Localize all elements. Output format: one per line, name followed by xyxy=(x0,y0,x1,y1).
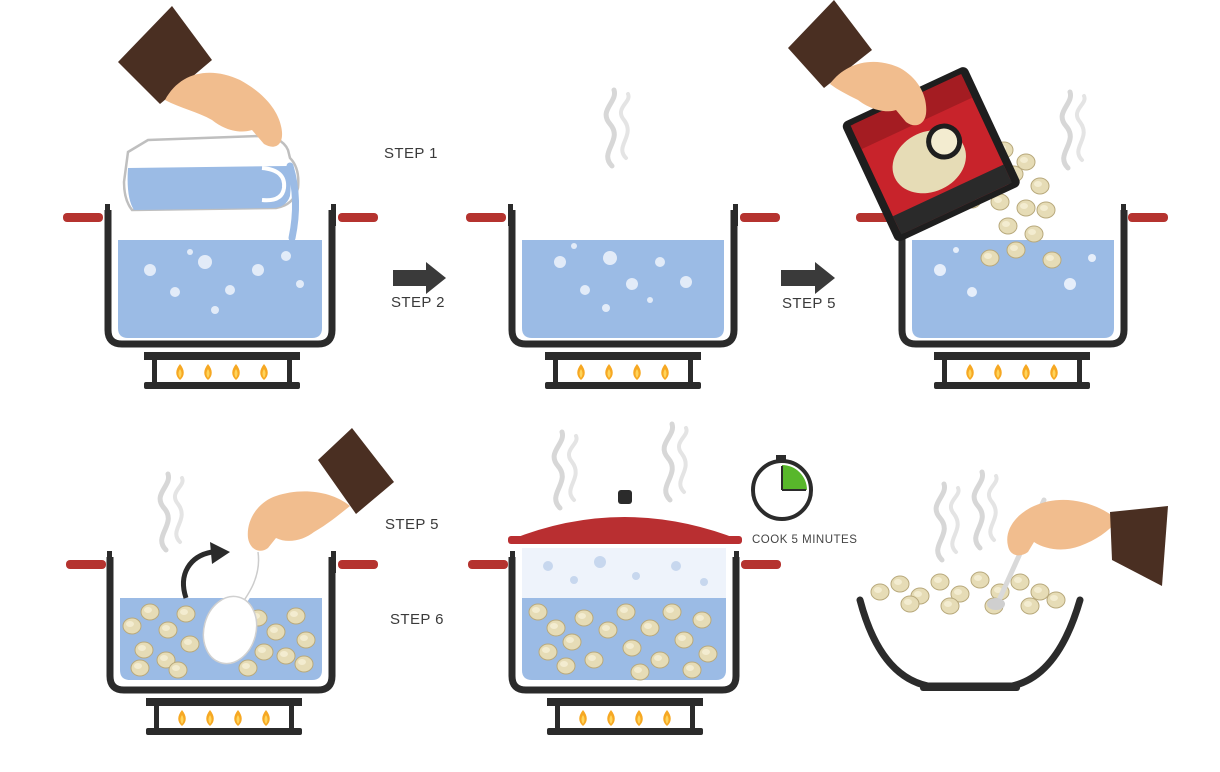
label-step-1: STEP 1 xyxy=(384,145,438,162)
pot-1 xyxy=(63,204,378,348)
dumplings-in-bowl xyxy=(870,571,1066,615)
pot-lid xyxy=(508,490,742,544)
panel-step-5 xyxy=(468,424,781,735)
bowl-icon xyxy=(856,596,1084,691)
burner-3 xyxy=(934,352,1090,389)
steam-icon xyxy=(1062,92,1084,168)
steam-icon xyxy=(936,484,958,560)
spoon-icon xyxy=(202,548,263,665)
steam-icon xyxy=(160,474,182,550)
label-step-4b: STEP 6 xyxy=(390,611,444,628)
hand-icon xyxy=(788,0,927,126)
hand-icon xyxy=(247,428,394,551)
label-timer: COOK 5 MINUTES xyxy=(752,534,857,546)
arrow-right-icon xyxy=(781,262,835,294)
label-step-2: STEP 2 xyxy=(391,294,445,311)
panel-step-4 xyxy=(66,428,394,735)
steam-icon xyxy=(554,432,576,508)
hand-icon xyxy=(1007,499,1168,586)
burner-5 xyxy=(547,698,703,735)
timer-icon xyxy=(751,455,813,521)
burner-4 xyxy=(146,698,302,735)
steam-icon xyxy=(606,90,628,166)
curved-arrow-icon xyxy=(181,542,230,599)
steam-icon xyxy=(974,472,996,548)
pitcher-icon xyxy=(122,134,300,242)
hand-icon xyxy=(118,6,283,147)
panel-step-2 xyxy=(466,90,780,389)
panel-step-1 xyxy=(63,6,378,389)
arrow-right-icon xyxy=(393,262,446,294)
panel-step-3 xyxy=(788,0,1168,389)
steam-icon xyxy=(664,424,686,500)
label-step-3: STEP 5 xyxy=(782,295,836,312)
burner-2 xyxy=(545,352,701,389)
burner-1 xyxy=(144,352,300,389)
label-step-4a: STEP 5 xyxy=(385,516,439,533)
panel-step-6 xyxy=(856,472,1168,691)
